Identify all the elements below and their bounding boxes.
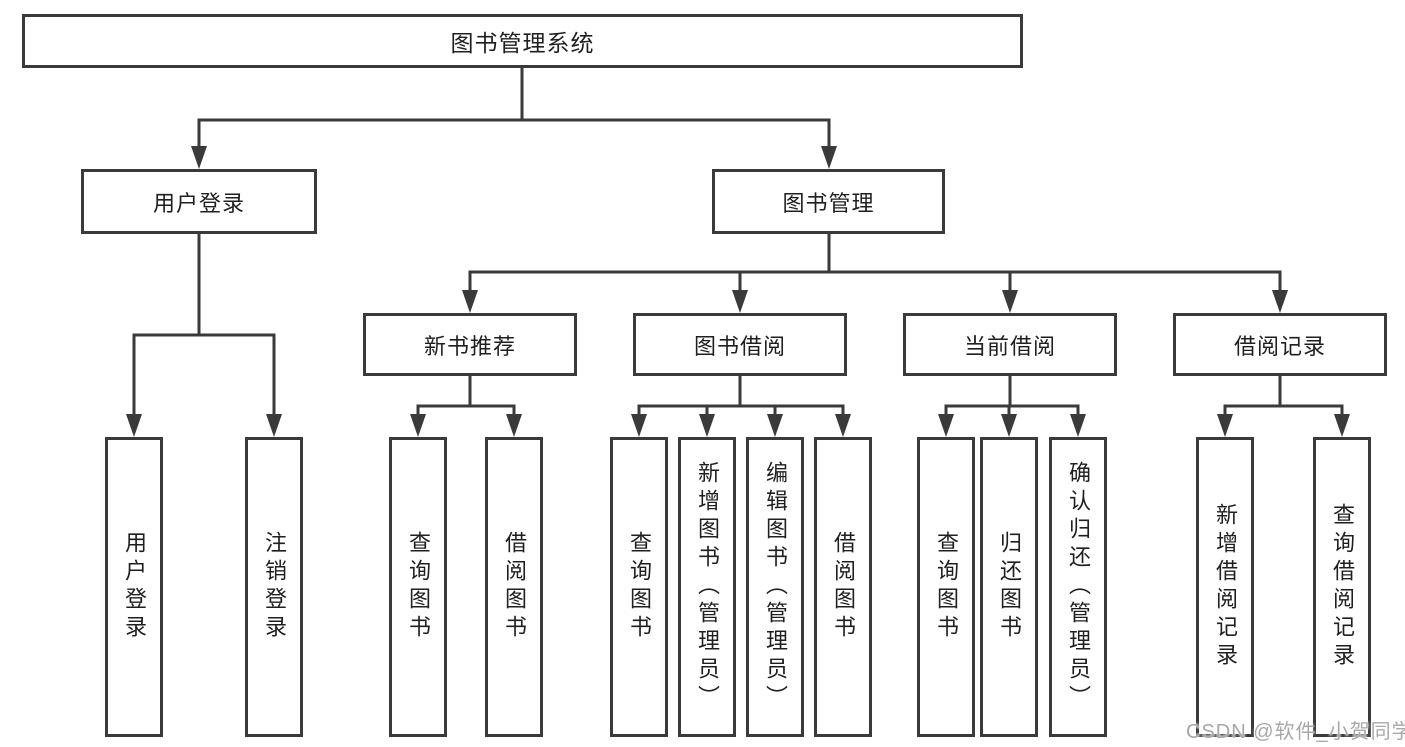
node-leaf-newbook-borrow: 借阅图书 bbox=[485, 437, 543, 737]
node-leaf-borrow-query-label: 查询图书 bbox=[627, 531, 652, 643]
node-user-login: 用户登录 bbox=[81, 169, 317, 234]
node-leaf-borrow-edit-label: 编辑图书（管理员） bbox=[763, 461, 788, 713]
node-borrow-records-label: 借阅记录 bbox=[1233, 333, 1326, 359]
node-book-management-label: 图书管理 bbox=[782, 190, 875, 216]
node-leaf-current-return-label: 归还图书 bbox=[997, 531, 1022, 643]
node-current-borrow: 当前借阅 bbox=[903, 313, 1117, 376]
node-leaf-current-query-label: 查询图书 bbox=[934, 531, 959, 643]
node-leaf-borrow-add: 新增图书（管理员） bbox=[678, 437, 736, 737]
node-leaf-user-login: 用户登录 bbox=[105, 437, 163, 737]
node-leaf-current-confirm: 确认归还（管理员） bbox=[1049, 437, 1107, 737]
node-leaf-user-login-label: 用户登录 bbox=[122, 531, 147, 643]
node-leaf-newbook-query: 查询图书 bbox=[389, 437, 447, 737]
connector-user-login-to-leaves bbox=[126, 234, 282, 437]
node-book-borrow-label: 图书借阅 bbox=[693, 333, 786, 359]
node-leaf-current-query: 查询图书 bbox=[917, 437, 975, 737]
node-leaf-logout-label: 注销登录 bbox=[262, 531, 287, 643]
node-leaf-current-confirm-label: 确认归还（管理员） bbox=[1066, 461, 1091, 713]
node-leaf-records-query: 查询借阅记录 bbox=[1313, 437, 1371, 737]
node-root-label: 图书管理系统 bbox=[450, 30, 595, 56]
connector-borrow-records-to-leaves bbox=[1217, 376, 1350, 437]
node-leaf-newbook-borrow-label: 借阅图书 bbox=[502, 531, 527, 643]
node-leaf-borrow-query: 查询图书 bbox=[610, 437, 668, 737]
connector-current-borrow-to-leaves bbox=[938, 376, 1086, 437]
node-root: 图书管理系统 bbox=[22, 14, 1023, 68]
csdn-watermark: CSDN @软件_小贺同学 bbox=[1186, 721, 1405, 743]
node-leaf-records-query-label: 查询借阅记录 bbox=[1330, 503, 1355, 671]
node-leaf-logout: 注销登录 bbox=[245, 437, 303, 737]
node-leaf-records-add: 新增借阅记录 bbox=[1196, 437, 1254, 737]
node-borrow-records: 借阅记录 bbox=[1173, 313, 1387, 376]
node-current-borrow-label: 当前借阅 bbox=[963, 333, 1056, 359]
connector-root-to-level2 bbox=[191, 68, 837, 169]
connector-book-borrow-to-leaves bbox=[631, 376, 851, 437]
node-leaf-borrow-add-label: 新增图书（管理员） bbox=[695, 461, 720, 713]
connector-new-book-to-leaves bbox=[410, 376, 522, 437]
node-book-borrow: 图书借阅 bbox=[633, 313, 847, 376]
node-leaf-borrow-borrow-label: 借阅图书 bbox=[831, 531, 856, 643]
node-leaf-current-return: 归还图书 bbox=[980, 437, 1038, 737]
node-leaf-borrow-borrow: 借阅图书 bbox=[814, 437, 872, 737]
node-leaf-borrow-edit: 编辑图书（管理员） bbox=[746, 437, 804, 737]
connector-book-mgmt-to-level3 bbox=[462, 234, 1288, 313]
node-book-management: 图书管理 bbox=[712, 169, 945, 234]
node-leaf-newbook-query-label: 查询图书 bbox=[406, 531, 431, 643]
node-leaf-records-add-label: 新增借阅记录 bbox=[1213, 503, 1238, 671]
node-user-login-label: 用户登录 bbox=[152, 190, 245, 216]
node-new-book-recommend: 新书推荐 bbox=[363, 313, 577, 376]
node-new-book-recommend-label: 新书推荐 bbox=[423, 333, 516, 359]
